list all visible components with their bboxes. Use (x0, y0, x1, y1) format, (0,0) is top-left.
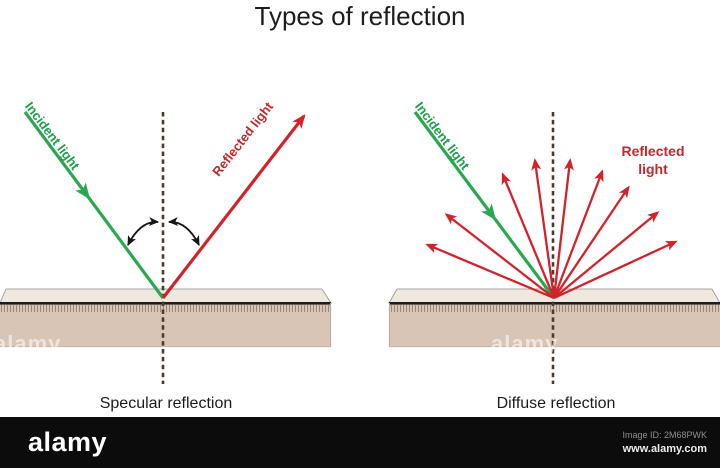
watermark-text: alamy (491, 331, 559, 356)
surface-edge-line (0, 302, 331, 305)
surface-edge-line (389, 302, 720, 305)
scatter-ray (553, 211, 660, 299)
surface-hatching (0, 305, 331, 312)
alamy-url-text: www.alamy.com (622, 443, 707, 455)
scatter-ray (444, 213, 555, 299)
specular-reflected-ray (161, 114, 306, 299)
image-id-text: Image ID: 2M68PWK (622, 430, 707, 440)
diffuse-reflected-label: Reflected light (621, 143, 685, 177)
diffuse-surface-block (388, 288, 720, 348)
scatter-ray (553, 240, 678, 300)
scatter-ray (552, 169, 604, 299)
specular-caption: Specular reflection (99, 395, 233, 412)
diffuse-scattered-rays (425, 158, 678, 300)
reflection-angle-arc (167, 217, 200, 246)
footer-meta: Image ID: 2M68PWK www.alamy.com (622, 430, 707, 455)
scatter-ray (531, 158, 556, 299)
specular-incident-ray (23, 111, 165, 299)
incidence-angle-arc (127, 217, 160, 246)
scatter-ray (501, 172, 556, 299)
diffuse-caption: Diffuse reflection (496, 395, 616, 412)
surface-hatching (389, 305, 720, 312)
scatter-ray (553, 185, 630, 299)
diffuse-incident-ray (413, 111, 556, 299)
scatter-ray (425, 243, 555, 300)
watermark-text: alamy (0, 331, 62, 356)
page-title: Types of reflection (254, 1, 466, 31)
scatter-ray (552, 158, 574, 299)
alamy-logo: alamy (28, 427, 108, 457)
alamy-footer-bar: alamy Image ID: 2M68PWK www.alamy.com (0, 417, 720, 468)
